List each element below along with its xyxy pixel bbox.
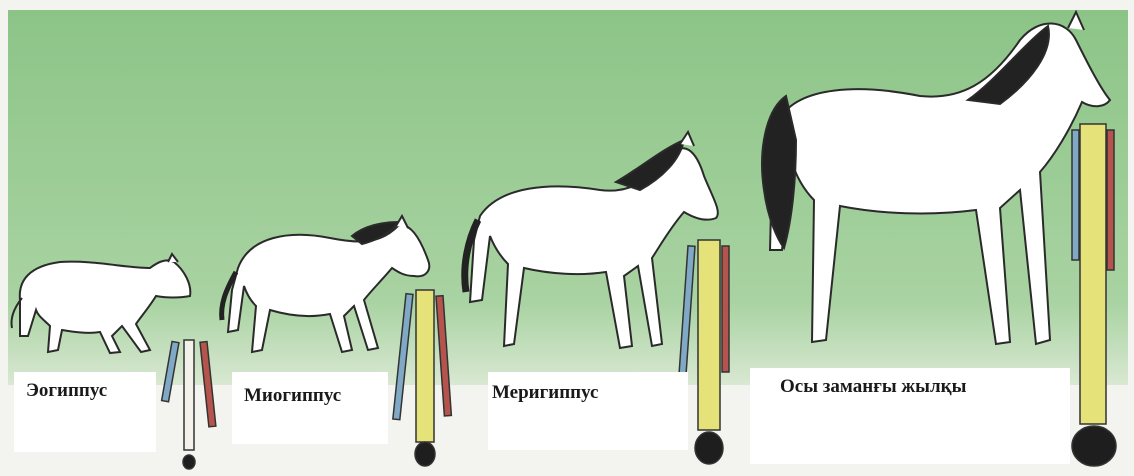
modern-horse-bone-main — [1080, 124, 1106, 424]
miohippus-bone-main — [416, 290, 434, 442]
miohippus-label-box — [232, 372, 388, 444]
modern-horse-hoof — [1072, 426, 1116, 466]
merychippus-hoof — [695, 432, 723, 464]
merychippus-bone-red — [722, 246, 729, 372]
modern-horse-bone-blue — [1072, 130, 1079, 260]
miohippus-label: Миогиппус — [244, 385, 341, 407]
eohippus-hoof — [183, 455, 195, 469]
merychippus-label: Меригиппус — [492, 382, 598, 404]
merychippus-bone-main — [698, 240, 720, 430]
modern-horse-label: Осы заманғы жылқы — [780, 376, 966, 398]
eohippus-label: Эогиппус — [26, 380, 107, 402]
eohippus-bone-main — [184, 340, 194, 450]
miohippus-hoof — [415, 442, 435, 466]
modern-horse-bone-red — [1107, 130, 1114, 270]
